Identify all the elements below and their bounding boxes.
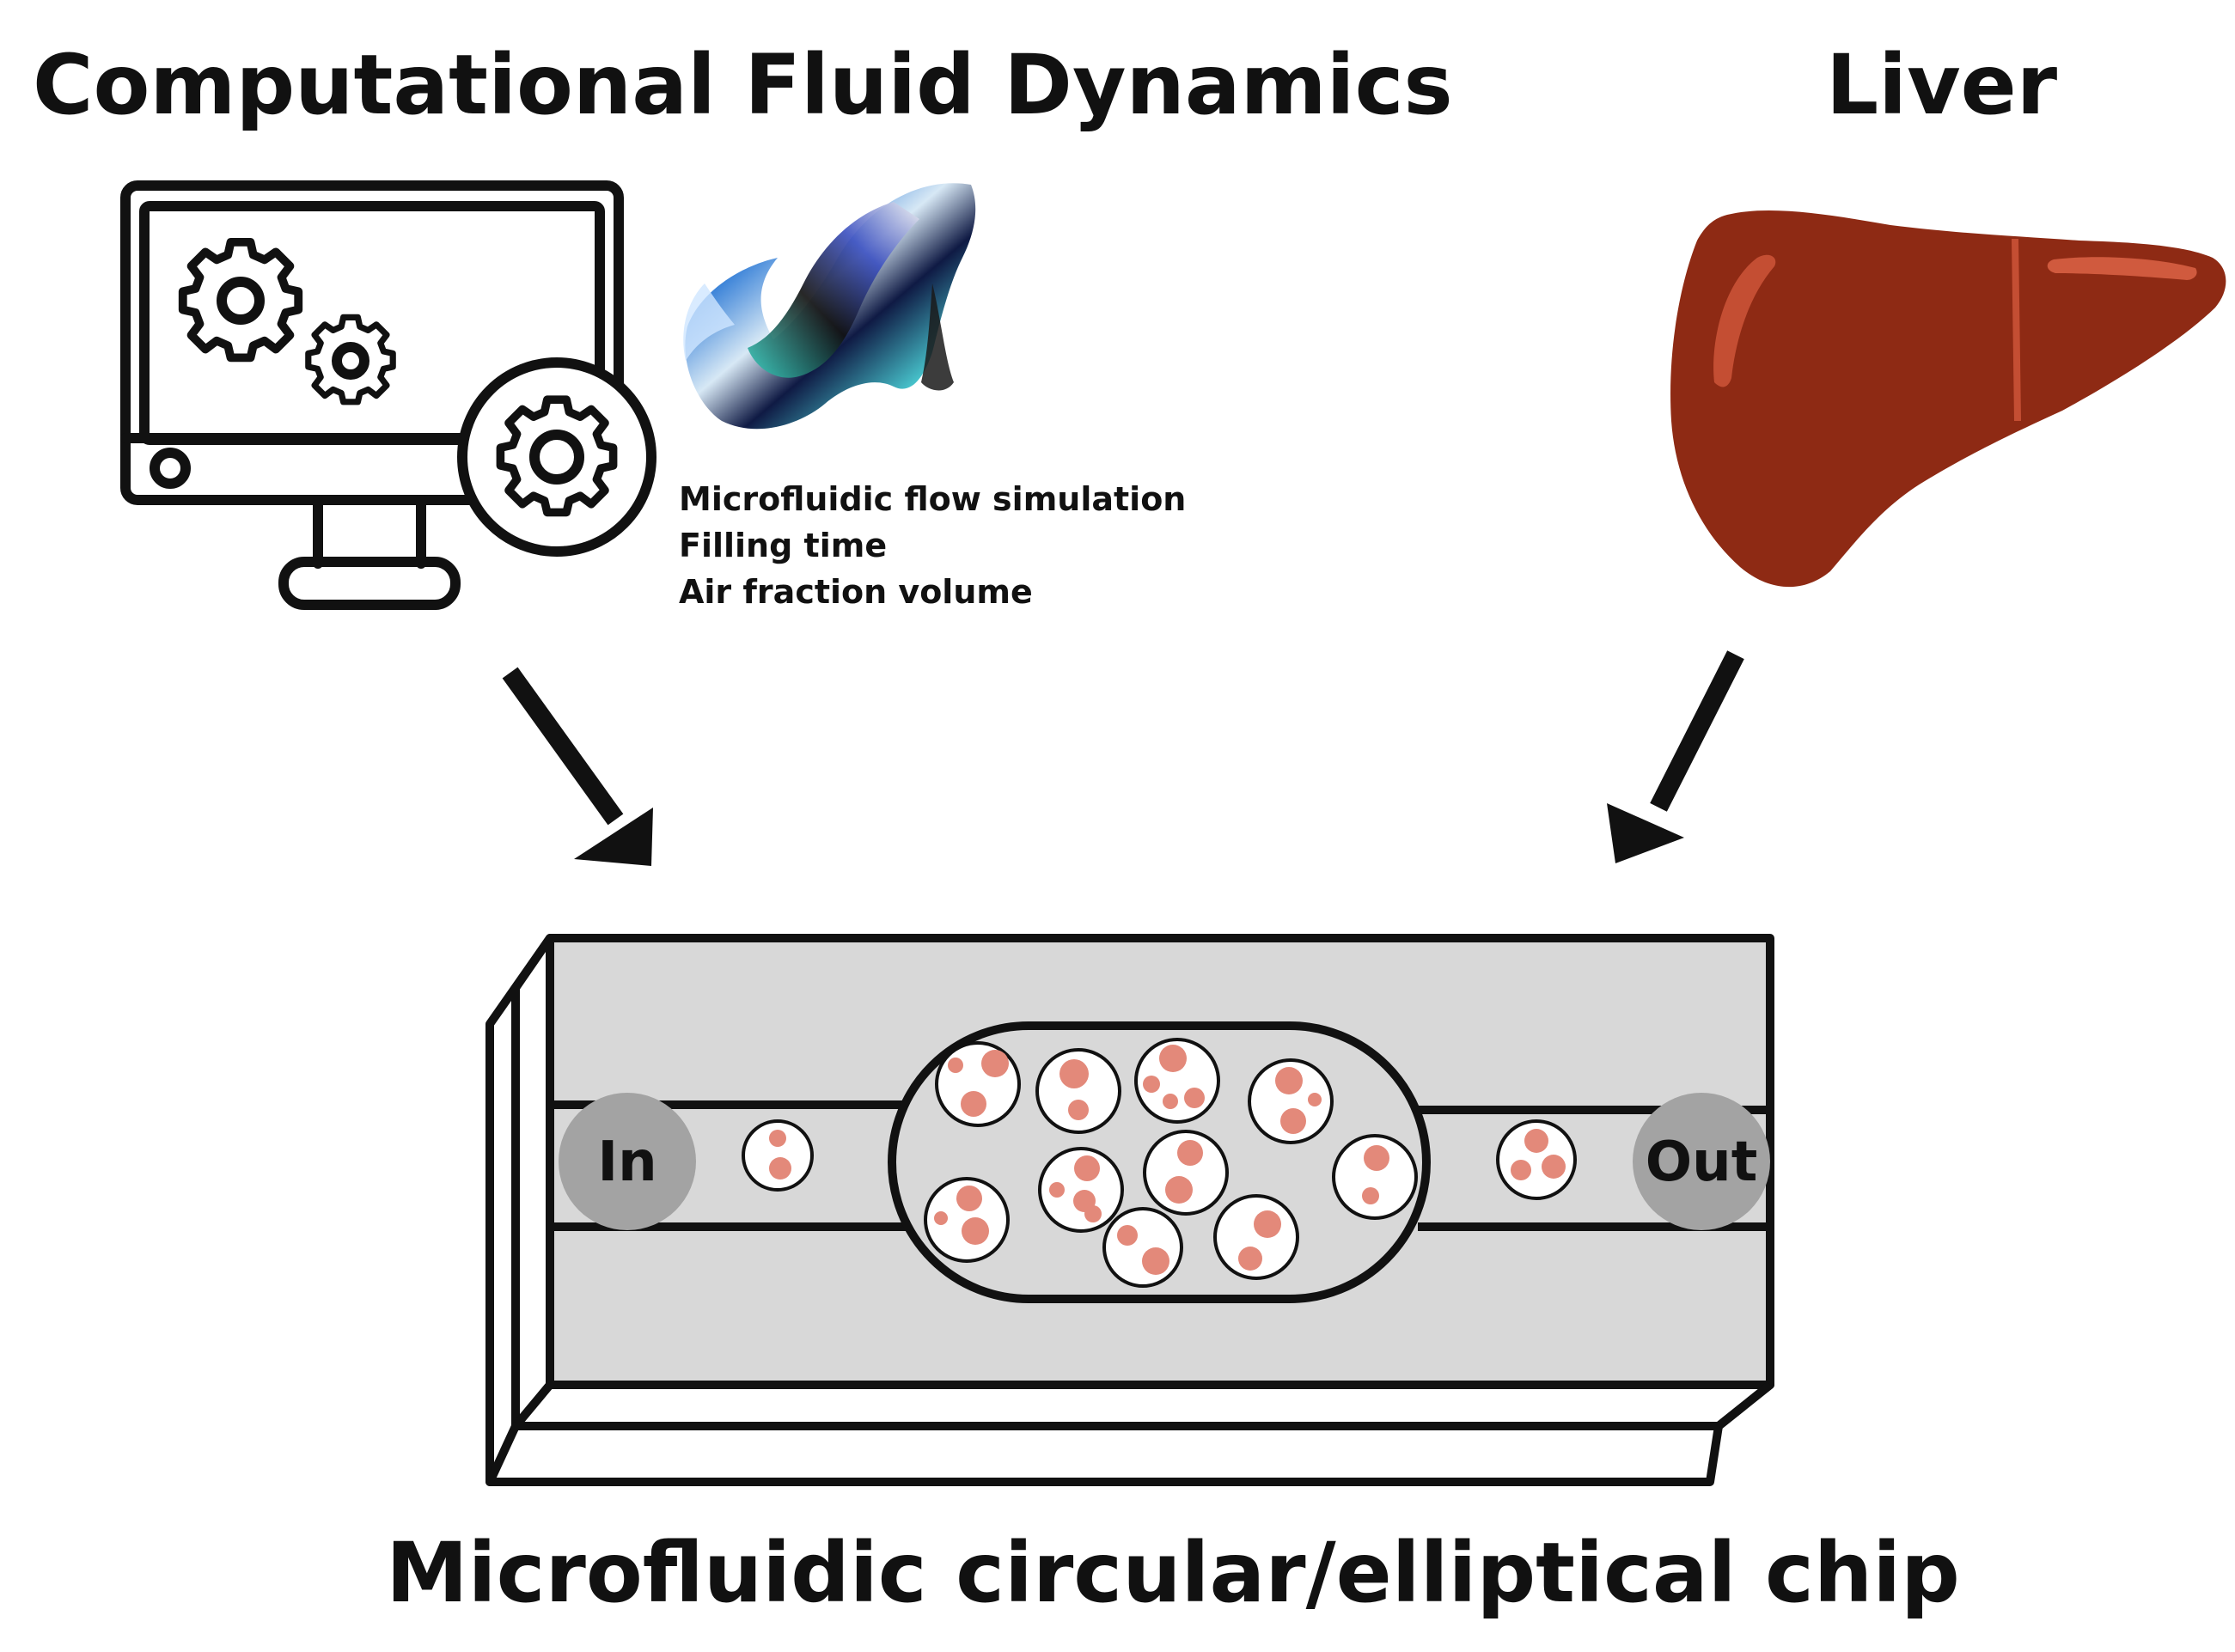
computer-settings-icon (120, 180, 656, 610)
outlet-label: Out (1646, 1131, 1758, 1194)
output-air-fraction: Air fraction volume (679, 573, 1033, 611)
inlet-port (559, 1093, 696, 1230)
liver-title: Liver (1826, 37, 2058, 133)
output-filling-time: Filling time (679, 527, 887, 564)
fluid-flow-render-icon (683, 183, 976, 430)
output-flow-simulation: Microfluidic flow simulation (679, 480, 1186, 518)
cell-spheroids (742, 1038, 1577, 1288)
liver-organ-icon (1670, 210, 2226, 588)
outlet-port (1633, 1093, 1770, 1230)
chip-caption: Microfluidic circular/elliptical chip (386, 1525, 1960, 1621)
cfd-title: Computational Fluid Dynamics (33, 37, 1453, 133)
down-arrow-left (502, 667, 653, 866)
down-arrow-right (1607, 650, 1744, 863)
inlet-label: In (597, 1131, 656, 1194)
